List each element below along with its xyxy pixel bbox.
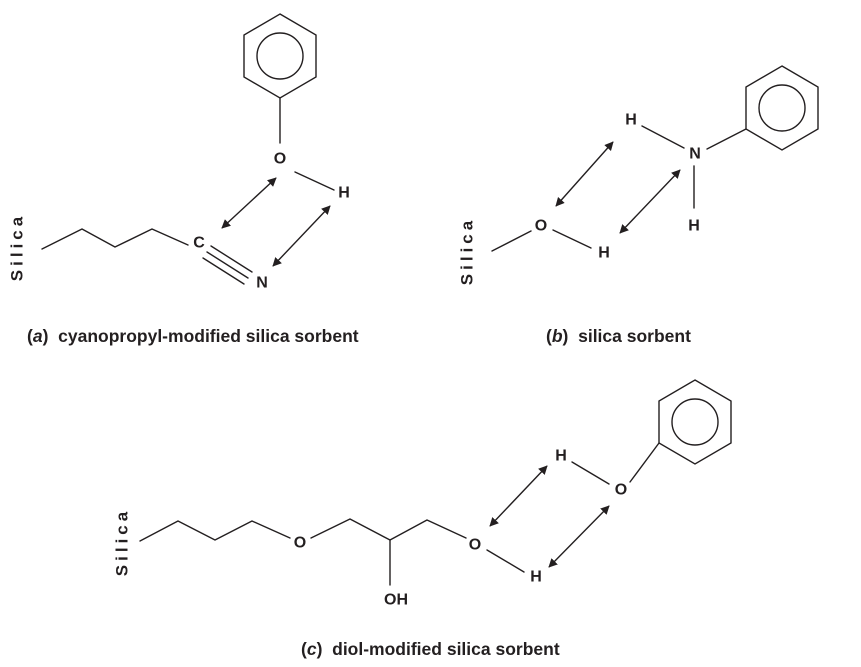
- interaction-arrow-n-h: [272, 205, 331, 267]
- silica-support-label-c: Silica: [113, 508, 132, 576]
- terminal-oxygen-hydrogen-bond-c: [486, 549, 525, 573]
- glycerol-chain-c: [310, 518, 467, 541]
- alkyl-chain-c: [139, 520, 291, 542]
- caption-text-c: diol-modified silica sorbent: [332, 639, 560, 659]
- silica-support-label-a: Silica: [8, 213, 27, 281]
- amine-hydrogen-bottom-b: H: [688, 218, 700, 235]
- caption-text-b: silica sorbent: [578, 326, 691, 346]
- terminal-hydrogen-atom-c: H: [530, 569, 542, 586]
- aromatic-circle-c: [671, 398, 719, 446]
- oxygen-hydrogen-bond-b: [552, 229, 592, 249]
- aromatic-circle-a: [256, 32, 304, 80]
- phenyl-ring-a: [243, 13, 317, 99]
- propyl-chain-a: [41, 228, 189, 250]
- silanol-hydrogen-atom-b: H: [598, 245, 610, 262]
- nitrogen-atom-a: N: [256, 275, 268, 292]
- hydrogen-atom-a: H: [338, 185, 350, 202]
- top-hydrogen-nitrogen-bond-b: [641, 125, 685, 149]
- ring-oxygen-bond-c: [629, 442, 660, 483]
- ether-oxygen-atom-c: O: [294, 535, 306, 552]
- panel-b-structure: Silica O H H N H: [458, 65, 819, 285]
- phenyl-ring-b: [745, 65, 819, 151]
- silica-support-label-b: Silica: [458, 217, 477, 285]
- carbon-atom-a: C: [193, 235, 205, 252]
- caption-tag-c: c: [306, 639, 317, 659]
- panel-c-structure: Silica O OH O H O H: [113, 379, 732, 609]
- interaction-arrow-o-h-top: [489, 465, 548, 527]
- interaction-arrow-h-o-bottom: [548, 505, 610, 568]
- interaction-arrow-o-h: [555, 141, 614, 207]
- caption-tag-b: b: [551, 326, 563, 346]
- amine-hydrogen-top-b: H: [625, 112, 637, 129]
- phenyl-ring-c: [658, 379, 732, 465]
- nitrogen-ring-bond-b: [706, 128, 747, 150]
- silica-oxygen-bond-b: [491, 230, 532, 252]
- aromatic-circle-b: [758, 84, 806, 132]
- hydroxyl-group-c: OH: [384, 592, 408, 609]
- terminal-oxygen-atom-c: O: [469, 537, 481, 554]
- oxygen-atom-a: O: [274, 151, 286, 168]
- caption-panel-b: (b) silica sorbent: [546, 326, 691, 346]
- silanol-oxygen-atom-b: O: [535, 218, 547, 235]
- caption-panel-c: (c) diol-modified silica sorbent: [301, 639, 560, 659]
- oxygen-hydrogen-bond-a: [294, 171, 335, 191]
- nitrogen-atom-b: N: [689, 146, 701, 163]
- triple-bond-a: [202, 245, 253, 285]
- phenol-hydrogen-atom-c: H: [555, 448, 567, 465]
- interaction-arrow-h-n: [619, 169, 681, 234]
- phenol-oxygen-hydrogen-bond-c: [571, 461, 610, 485]
- caption-tag-a: a: [32, 326, 43, 346]
- caption-text-a: cyanopropyl-modified silica sorbent: [58, 326, 359, 346]
- interaction-arrow-c-o: [221, 177, 277, 229]
- phenol-oxygen-atom-c: O: [615, 482, 627, 499]
- caption-panel-a: (a) cyanopropyl-modified silica sorbent: [27, 326, 359, 346]
- panel-a-structure: Silica C N O H: [8, 13, 350, 292]
